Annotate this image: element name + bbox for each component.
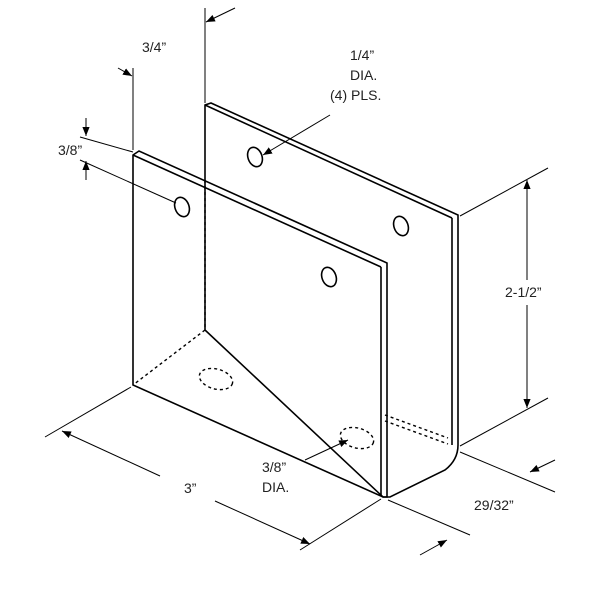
label-hole-dia-1: 1/4” xyxy=(350,47,374,63)
label-depth: 29/32” xyxy=(474,497,514,513)
label-height: 2-1/2” xyxy=(505,284,542,300)
front-plate xyxy=(132,150,388,498)
label-width-offset: 3/4” xyxy=(142,39,166,55)
hole-back-2 xyxy=(392,215,410,237)
dim-hole-offset: 3/8” xyxy=(58,118,177,204)
label-hole-dia-2: DIA. xyxy=(350,67,377,83)
dim-height: 2-1/2” xyxy=(459,167,549,447)
hole-front-2 xyxy=(320,266,338,288)
dim-depth: 29/32” xyxy=(387,451,556,556)
dim-length: 3” xyxy=(44,386,382,551)
label-bottom-hole-2: DIA. xyxy=(262,479,289,495)
back-plate xyxy=(132,102,459,498)
dim-hole-dia: 1/4” DIA. (4) PLS. xyxy=(262,47,381,156)
dim-width-offset: 3/4” xyxy=(117,7,236,150)
dim-bottom-hole: 3/8” DIA. xyxy=(262,439,349,495)
label-hole-offset: 3/8” xyxy=(58,142,82,158)
hole-back-1 xyxy=(246,146,264,168)
label-length: 3” xyxy=(184,480,197,496)
bottom-plate xyxy=(198,367,375,450)
hole-front-1 xyxy=(173,196,191,218)
label-bottom-hole-1: 3/8” xyxy=(262,459,286,475)
label-hole-dia-3: (4) PLS. xyxy=(330,87,381,103)
hole-bottom-1 xyxy=(198,367,234,391)
hole-bottom-2 xyxy=(339,426,375,450)
